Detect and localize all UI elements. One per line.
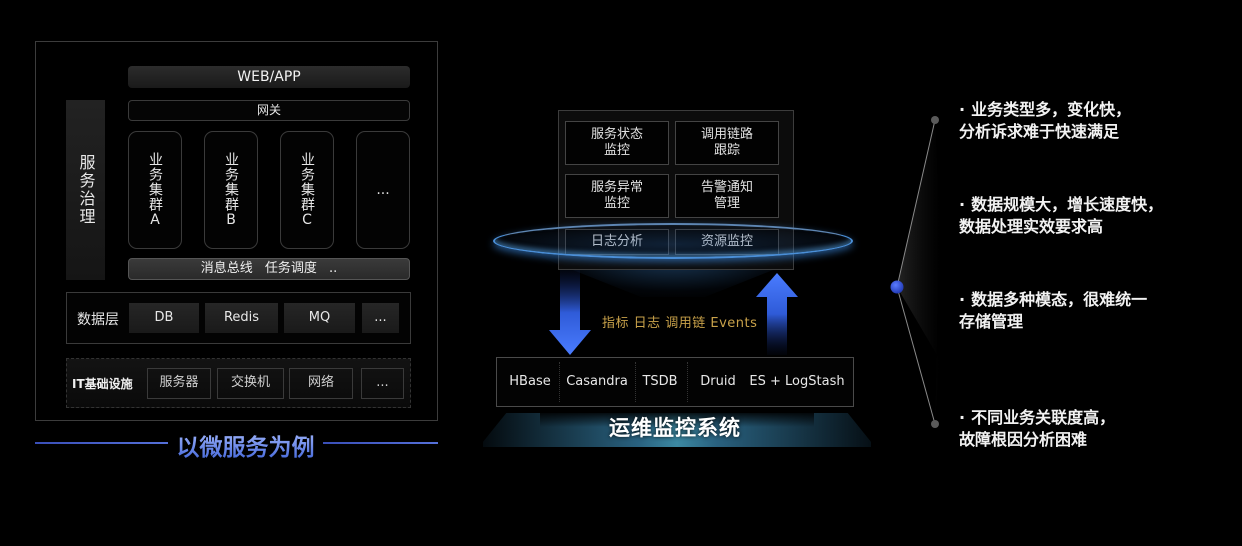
service-governance-label: 服务治理 (76, 154, 96, 226)
bus-more: .. (329, 261, 338, 276)
storage-layer: HBase Casandra TSDB Druid ES + LogStash (496, 357, 854, 407)
infra-item-switch: 交换机 (217, 368, 284, 399)
storage-es-logstash: ES + LogStash (749, 374, 845, 389)
bullet-line2: 故障根因分析困难 (959, 430, 1088, 449)
it-infrastructure-label: IT基础设施 (72, 377, 133, 391)
challenge-bullet-4: · 不同业务关联度高， 故障根因分析困难 (959, 407, 1115, 451)
message-bus-label: 消息总线 (200, 261, 253, 276)
challenge-bullet-1: · 业务类型多，变化快， 分析诉求难于快速满足 (959, 99, 1131, 143)
cluster-suffix: B (223, 211, 239, 229)
cluster-ellipsis: ... (376, 182, 390, 198)
module-line1: 调用链路 (700, 127, 753, 142)
data-item-mq: MQ (284, 303, 355, 333)
bullet-dot-icon: · (959, 100, 966, 119)
cluster-suffix: A (147, 211, 163, 229)
cluster-label: 业务集群 (299, 151, 315, 212)
infra-item-network: 网络 (289, 368, 353, 399)
storage-hbase: HBase (509, 374, 551, 389)
module-line1: 服务异常 (590, 180, 643, 195)
bullet-line1: 数据多种模态，很难统一 (971, 290, 1148, 309)
business-cluster-c: 业务集群 C (280, 131, 334, 249)
task-scheduling-label: 任务调度 (264, 261, 317, 276)
it-infrastructure-layer: IT基础设施 服务器 交换机 网络 ... (66, 358, 411, 408)
arrow-down-icon (549, 270, 591, 355)
platform-shadow (540, 413, 814, 427)
microservice-architecture-frame (35, 41, 438, 421)
connector-lines (890, 116, 940, 428)
challenge-bullet-2: · 数据规模大，增长速度快， 数据处理实效要求高 (959, 194, 1163, 238)
data-layer: 数据层 DB Redis MQ ... (66, 292, 411, 344)
bullet-line2: 存储管理 (959, 312, 1024, 331)
infra-item-server: 服务器 (147, 368, 211, 399)
gateway-layer: 网关 (128, 100, 410, 121)
system-title: 运维监控系统 (609, 416, 741, 440)
data-layer-label: 数据层 (77, 312, 119, 328)
storage-casandra: Casandra (566, 374, 628, 389)
service-governance-bar: 服务治理 (66, 100, 105, 280)
webapp-layer: WEB/APP (128, 66, 410, 88)
module-line2: 管理 (713, 196, 740, 211)
storage-tsdb: TSDB (642, 374, 678, 389)
bullet-dot-icon: · (959, 290, 966, 309)
business-cluster-b: 业务集群 B (204, 131, 258, 249)
bullet-line2: 分析诉求难于快速满足 (959, 122, 1120, 141)
bullet-line1: 业务类型多，变化快， (971, 100, 1132, 119)
data-item-redis: Redis (205, 303, 278, 333)
arrow-up-icon (756, 273, 798, 355)
storage-divider (687, 362, 688, 402)
challenge-bullet-3: · 数据多种模态，很难统一 存储管理 (959, 289, 1147, 333)
data-item-more: ... (362, 303, 399, 333)
module-line1: 服务状态 (590, 127, 643, 142)
bullet-line1: 数据规模大，增长速度快， (971, 195, 1164, 214)
module-line1: 告警通知 (700, 180, 753, 195)
storage-druid: Druid (700, 374, 736, 389)
bottom-node-dot (931, 420, 939, 428)
module-line2: 跟踪 (713, 143, 740, 158)
bullet-dot-icon: · (959, 408, 966, 427)
storage-divider (559, 362, 560, 402)
data-item-db: DB (129, 303, 199, 333)
top-node-dot (931, 116, 939, 124)
cluster-label: 业务集群 (223, 151, 239, 212)
storage-divider (635, 362, 636, 402)
left-caption: 以微服务为例 (168, 428, 323, 462)
message-bus-layer: 消息总线 任务调度 .. (128, 258, 410, 280)
module-service-status: 服务状态 监控 (565, 121, 669, 165)
infra-item-more: ... (361, 368, 404, 399)
module-service-exception: 服务异常 监控 (565, 174, 669, 218)
bullet-line1: 不同业务关联度高， (971, 408, 1116, 427)
data-types-label: 指标 日志 调用链 Events (602, 316, 758, 331)
glass-disc (493, 223, 853, 259)
hub-node-dot (890, 280, 904, 294)
module-call-trace: 调用链路 跟踪 (675, 121, 779, 165)
module-alert-management: 告警通知 管理 (675, 174, 779, 218)
cluster-label: 业务集群 (147, 151, 163, 212)
business-cluster-a: 业务集群 A (128, 131, 182, 249)
bullet-line2: 数据处理实效要求高 (959, 217, 1104, 236)
bullet-dot-icon: · (959, 195, 966, 214)
module-line2: 监控 (603, 143, 630, 158)
business-cluster-more: ... (356, 131, 410, 249)
module-line2: 监控 (603, 196, 630, 211)
cluster-suffix: C (299, 211, 315, 229)
caption-rule-left (35, 442, 168, 444)
caption-rule-right (323, 442, 438, 444)
